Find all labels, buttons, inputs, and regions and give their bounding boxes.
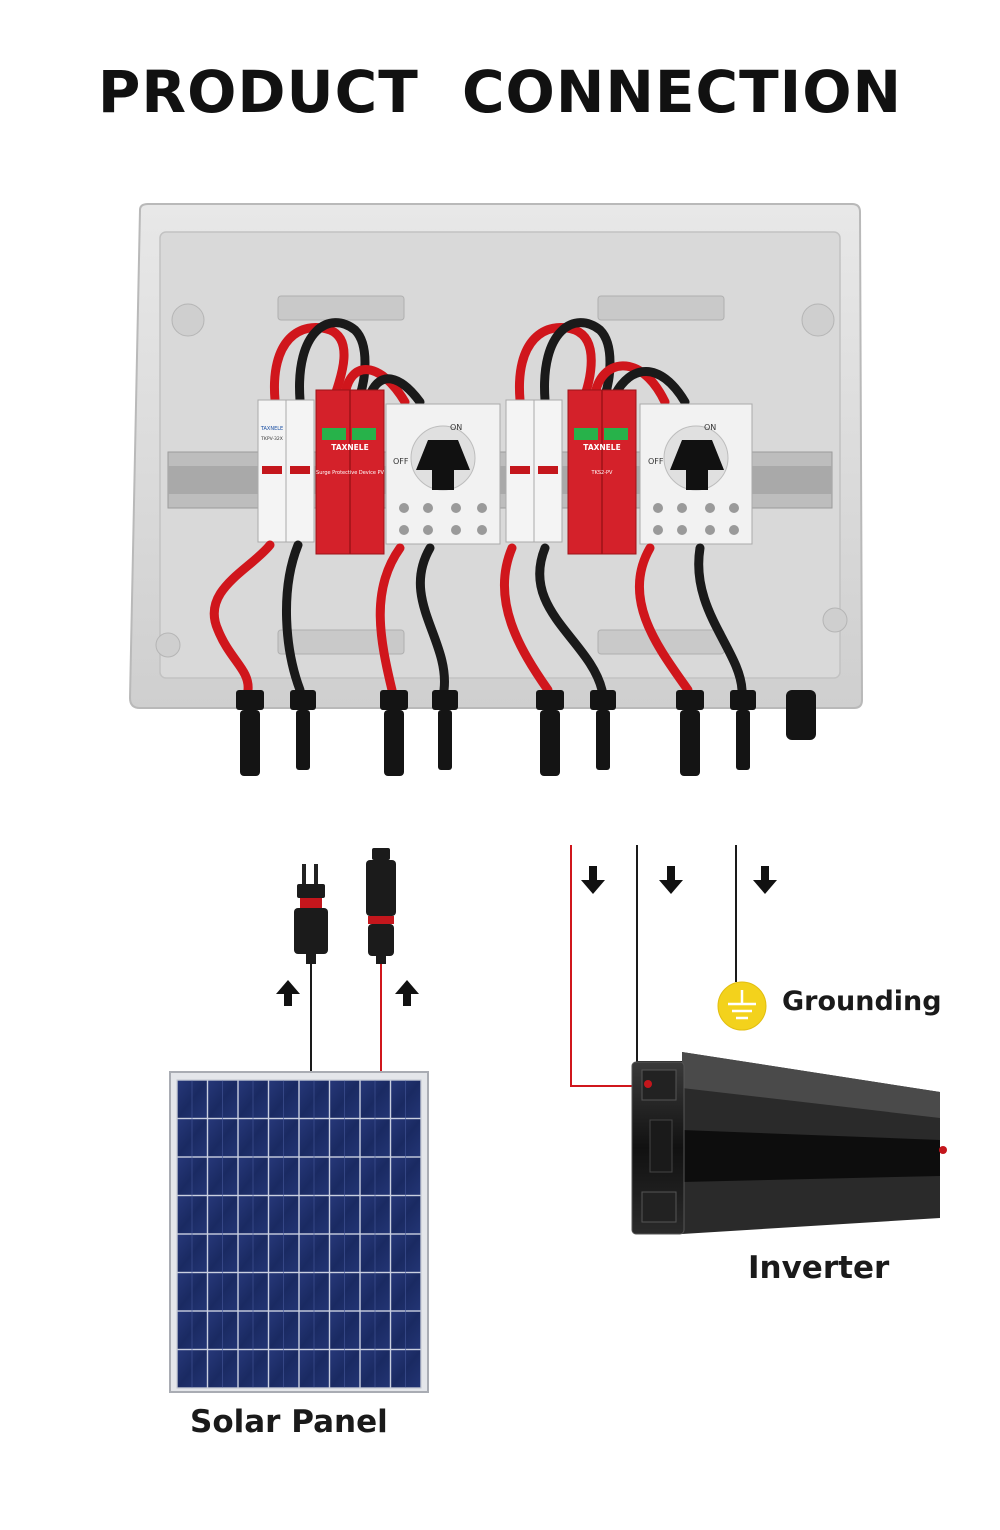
solar-wires	[310, 964, 382, 1076]
ground-symbol-icon	[717, 981, 767, 1031]
arrow-up-icon	[276, 980, 300, 1006]
isolator-on-label: ON	[704, 423, 716, 432]
mc4-connector-pair	[294, 848, 396, 964]
isolator-on-label: ON	[450, 423, 462, 432]
isolator-off-label: OFF	[393, 457, 409, 466]
internal-wires-bottom	[209, 540, 747, 695]
breaker-brand-text: TAXNELE	[260, 426, 283, 432]
isolator-off-label: OFF	[648, 457, 664, 466]
arrow-up-icon	[395, 980, 419, 1006]
right-device-group: TAXNELE TKS2-PV ON OFF	[505, 389, 753, 555]
spd-model-text: TKS2-PV	[591, 470, 614, 476]
arrow-down-icon	[581, 866, 605, 894]
internal-wires-top	[269, 318, 690, 407]
inverter-label: Inverter	[748, 1250, 890, 1286]
inverter	[631, 1052, 947, 1235]
left-device-group: TAXNELE Surge Protective Device PV TAXNE…	[257, 389, 501, 555]
grounding-label: Grounding	[782, 986, 942, 1017]
box-connectors	[236, 690, 816, 776]
spd-brand-text: TAXNELE	[331, 443, 368, 452]
solar-panel-label: Solar Panel	[190, 1404, 388, 1440]
page-title: PRODUCT CONNECTION	[97, 58, 903, 126]
arrow-down-icon	[753, 866, 777, 894]
solar-panel	[169, 1071, 429, 1393]
spd-desc-text: Surge Protective Device PV	[316, 470, 385, 476]
breaker-model-text: TKPV-32X	[260, 436, 283, 442]
arrow-down-icon	[659, 866, 683, 894]
spd-brand-text: TAXNELE	[583, 443, 620, 452]
